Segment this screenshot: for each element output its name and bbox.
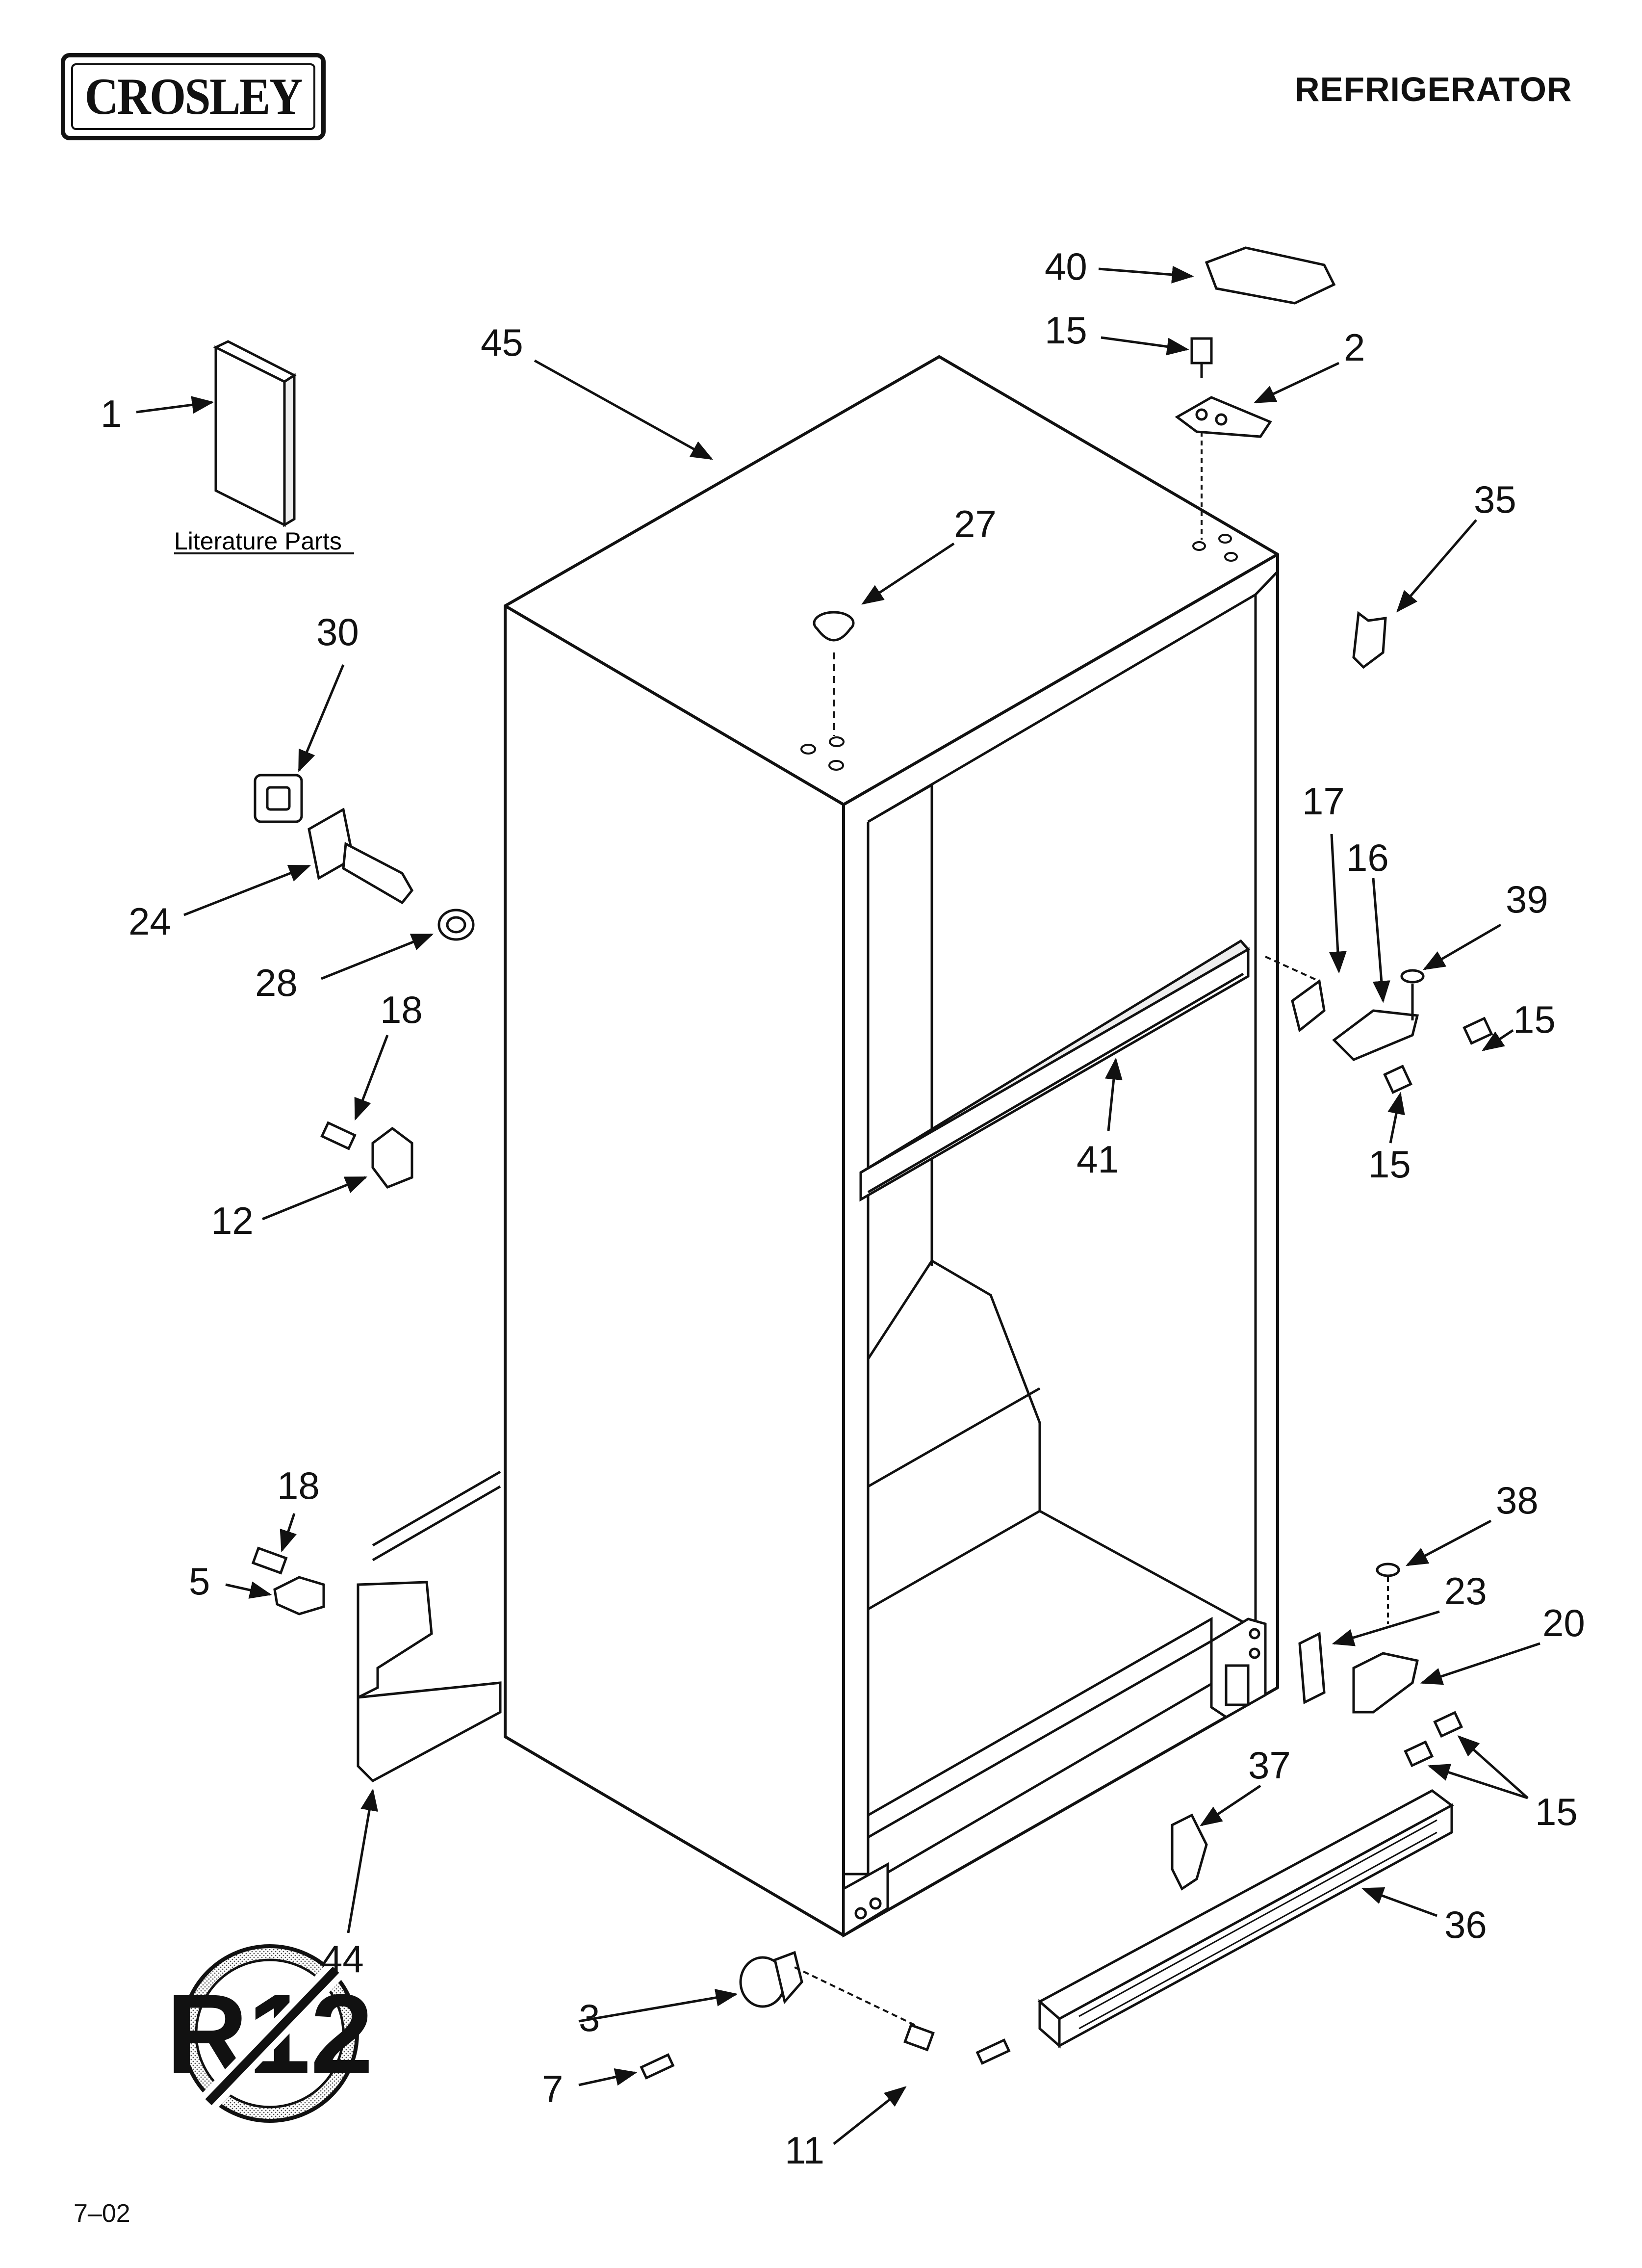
lower-right-hinge-parts — [1298, 1563, 1463, 1768]
callout-labels: 1 45 40 15 2 35 27 30 24 28 18 12 17 16 … — [101, 245, 1585, 2172]
grille-clip-part — [1171, 1813, 1208, 1891]
callout-45: 45 — [481, 321, 523, 364]
callout-20: 20 — [1542, 1601, 1585, 1644]
cabinet-top-holes — [800, 534, 1238, 771]
callout-30: 30 — [316, 610, 359, 653]
lower-left-bracket-parts — [251, 1470, 502, 1783]
callout-1: 1 — [101, 392, 122, 435]
callout-18: 18 — [277, 1464, 320, 1507]
toe-grille-part — [1037, 1789, 1454, 2049]
callout-7: 7 — [542, 2067, 563, 2111]
callout-44: 44 — [321, 1937, 364, 1981]
callout-24: 24 — [128, 900, 171, 943]
front-roller-parts — [640, 1951, 1011, 2080]
refrigerator-cabinet — [504, 355, 1279, 1937]
callout-2: 2 — [1344, 326, 1365, 369]
divider-rail — [859, 939, 1250, 1202]
brand-logo: CROSLEY — [61, 53, 326, 140]
callout-27: 27 — [954, 502, 997, 546]
callout-40: 40 — [1045, 245, 1087, 288]
hinge-shim-part — [1352, 611, 1387, 669]
callout-16: 16 — [1346, 836, 1389, 879]
revision-date: 7–02 — [74, 2199, 130, 2228]
no-r12-badge: R12 — [166, 1944, 373, 2123]
latch-parts — [320, 1121, 413, 1189]
callout-39: 39 — [1506, 878, 1548, 921]
door-stop-parts — [254, 774, 475, 941]
hinge-cover-part — [1205, 246, 1336, 305]
callout-38: 38 — [1496, 1479, 1539, 1522]
top-plug-part — [813, 611, 855, 736]
callout-15: 15 — [1535, 1790, 1578, 1833]
callout-12: 12 — [211, 1199, 254, 1242]
center-hinge-parts — [1265, 956, 1493, 1094]
callout-41: 41 — [1077, 1138, 1119, 1181]
callout-5: 5 — [189, 1560, 210, 1603]
callout-23: 23 — [1444, 1569, 1487, 1613]
callout-17: 17 — [1302, 780, 1345, 823]
callout-15: 15 — [1368, 1143, 1411, 1186]
callout-3: 3 — [579, 1996, 600, 2039]
callout-15: 15 — [1513, 998, 1556, 1041]
literature-caption: Literature Parts — [174, 527, 342, 555]
top-hinge-part — [1175, 337, 1272, 540]
brand-logo-text: CROSLEY — [84, 68, 303, 125]
callout-11: 11 — [785, 2129, 824, 2172]
callout-35: 35 — [1474, 478, 1516, 521]
callout-28: 28 — [255, 961, 298, 1004]
cabinet-lower-hinge — [842, 1617, 1267, 1938]
leader-arrows — [136, 265, 1540, 2145]
literature-booklet — [213, 340, 297, 527]
callout-15: 15 — [1045, 309, 1087, 352]
callout-36: 36 — [1444, 1903, 1487, 1946]
callout-37: 37 — [1248, 1744, 1291, 1787]
callout-18: 18 — [380, 988, 423, 1031]
page-title: REFRIGERATOR — [1295, 70, 1572, 108]
